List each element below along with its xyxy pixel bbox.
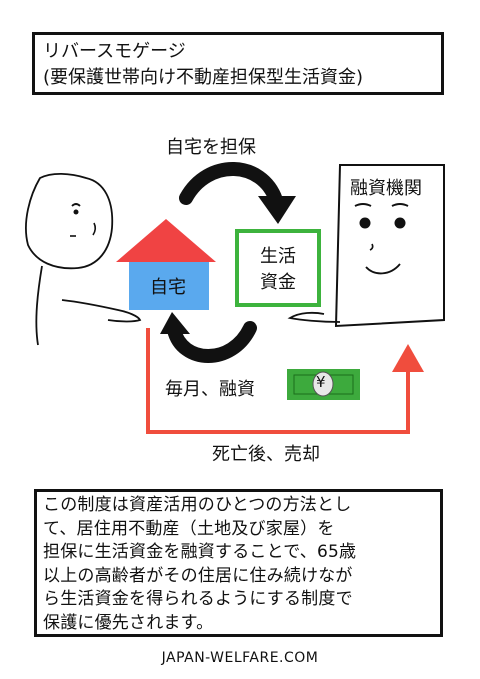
yen-symbol: ¥ (316, 373, 326, 391)
description-line: 担保に生活資金を融資することで、65歳 (43, 542, 357, 562)
arrow-head-bottom (160, 312, 190, 334)
funds-label-line1: 生活 (260, 246, 296, 267)
curved-arrow-bottom (167, 321, 257, 363)
sale-after-death-label: 死亡後、売却 (212, 444, 320, 465)
living-funds-box (235, 229, 321, 307)
institution-label: 融資機関 (350, 178, 422, 199)
description-box: この制度は資産活用のひとつの方法とし て、居住用不動産（土地及び家屋）を 担保に… (34, 489, 443, 637)
title-main: リバースモゲージ (43, 41, 186, 62)
banknote-icon (287, 369, 360, 400)
funds-label-line2: 資金 (260, 272, 296, 293)
description-line: この制度は資産活用のひとつの方法とし (43, 495, 352, 515)
house-label: 自宅 (150, 277, 186, 298)
arrow-head-top (258, 196, 296, 224)
sale-return-arrow (146, 328, 410, 434)
sale-return-arrow-head (392, 344, 424, 372)
site-footer: JAPAN-WELFARE.COM (161, 650, 319, 666)
curved-arrow-top (179, 162, 283, 207)
house-icon (116, 219, 216, 310)
title-box: リバースモゲージ (要保護世帯向け不動産担保型生活資金) (32, 32, 444, 95)
description-line: て、居住用不動産（土地及び家屋）を (43, 518, 335, 539)
person-figure (25, 172, 142, 346)
monthly-loan-label: 毎月、融資 (165, 379, 255, 400)
description-line: 以上の高齢者がその住居に住み続けなが (43, 565, 353, 586)
financial-institution-figure (287, 164, 445, 328)
title-subtitle: (要保護世帯向け不動産担保型生活資金) (43, 67, 364, 88)
description-line: ら生活資金を得られるようにする制度で (43, 589, 353, 609)
collateral-label: 自宅を担保 (166, 137, 256, 158)
description-line: 保護に優先されます。 (43, 612, 214, 633)
